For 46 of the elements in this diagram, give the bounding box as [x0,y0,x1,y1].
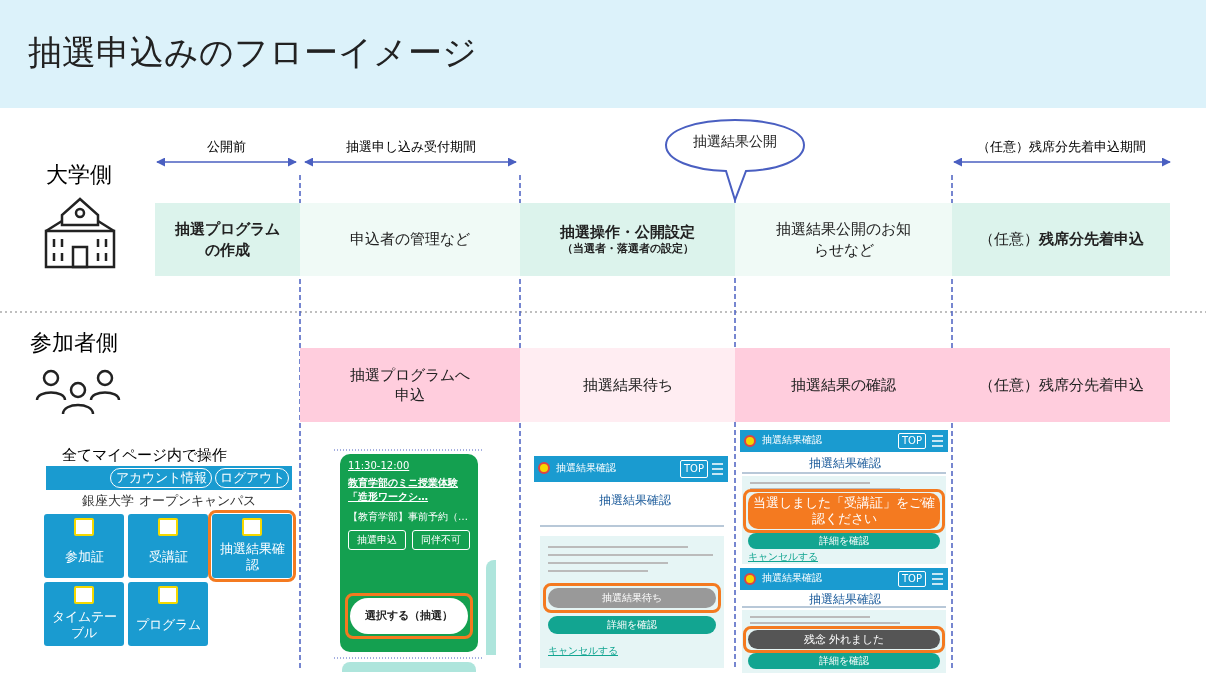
header-title: 抽選結果確認 [762,434,823,447]
section-heading: 参加者側 [30,329,119,356]
top-button: TOP [898,433,926,449]
time-text: 11:30-12:00 [348,460,411,473]
period-label: 抽選申し込み受付期間 [344,138,477,154]
program-title: 教育学部のミニ授業体験「造形ワークシ… [348,476,459,504]
top-button: TOP [898,571,926,587]
select-button: 選択する（抽選） [350,598,468,634]
process-band: 抽選結果公開のお知らせなど [735,203,952,276]
header-title: 抽選結果確認 [556,462,617,475]
tile-label: 受講証 [147,548,189,567]
process-band: （任意）残席分先着申込 [952,203,1170,276]
status-tag: 同伴不可 [412,530,470,550]
details-button: 詳細を確認 [748,533,940,549]
page-title: 抽選結果確認 [598,492,672,508]
status-tag: 抽選申込 [348,530,406,550]
process-band: 抽選結果待ち [520,348,735,422]
page-title: 抽選結果確認 [808,455,882,471]
tile-label: プログラム [134,616,202,635]
cancel-link: キャンセルする [748,550,819,564]
cancel-link: キャンセルする [548,644,619,658]
status-button: 当選しました「受講証」をご確認ください [748,493,940,529]
note-text: 全てマイページ内で操作 [62,446,228,466]
header-title: 抽選結果確認 [762,572,823,585]
tile-label: タイムテーブル [50,608,118,642]
period-label: （任意）残席分先着申込期間 [975,138,1147,154]
process-band: 申込者の管理など [300,203,520,276]
tile-label: 参加証 [63,548,105,567]
process-band: 抽選プログラムの作成 [155,203,300,276]
slide-title: 抽選申込みのフローイメージ [28,31,478,74]
process-band: 抽選結果の確認 [735,348,952,422]
process-band: （任意）残席分先着申込 [952,348,1170,422]
status-button: 残念 外れました [748,630,940,649]
details-button: 詳細を確認 [748,653,940,669]
process-band: 抽選プログラムへ申込 [300,348,520,422]
period-label: 公開前 [206,138,247,154]
details-button: 詳細を確認 [548,616,716,634]
page-title: 抽選結果確認 [808,591,882,605]
top-button: TOP [680,460,708,478]
process-band: 抽選操作・公開設定 （当選者・落選者の設定） [520,203,735,276]
status-button: 抽選結果待ち [548,588,716,608]
program-note: 【教育学部】事前予約（… [348,510,469,524]
tile-label: 抽選結果確認 [218,540,286,574]
speech-balloon: 抽選結果公開 [664,118,806,202]
site-name: 銀座大学 オープンキャンパス [81,493,257,510]
section-heading: 大学側 [46,161,113,188]
